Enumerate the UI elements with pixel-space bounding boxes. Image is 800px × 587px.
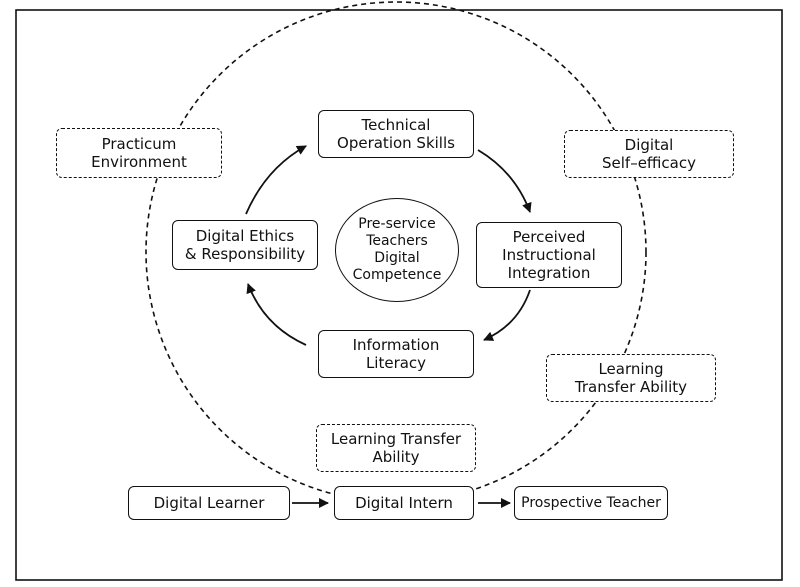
stage-label: Digital Intern [355, 494, 453, 512]
outer-frame [15, 9, 783, 581]
outer-dashed-ring [145, 1, 647, 503]
center-line: Teachers [366, 233, 428, 249]
center-line: Pre-service [358, 216, 436, 232]
arrow-perceived-to-information [483, 289, 531, 341]
arrow-technical-to-perceived [477, 149, 532, 213]
factor-label: Ability [372, 448, 420, 466]
stage-label: Prospective Teacher [521, 495, 661, 511]
node-label: & Responsibility [184, 245, 306, 263]
node-information-literacy: Information Literacy [318, 330, 474, 378]
factor-label: Learning [598, 360, 664, 378]
node-label: Integration [507, 264, 591, 282]
factor-label: Transfer Ability [574, 378, 688, 396]
node-label: Literacy [365, 354, 427, 372]
factor-label: Practicum [101, 135, 177, 153]
stage-label: Digital Learner [153, 494, 265, 512]
node-label: Digital Ethics [195, 227, 295, 245]
factor-label: Self–efficacy [602, 154, 696, 172]
center-line: Digital [374, 250, 420, 266]
center-line: Competence [352, 267, 442, 283]
node-label: Technical [361, 116, 431, 134]
node-perceived-instructional-integration: Perceived Instructional Integration [476, 222, 622, 288]
node-label: Perceived [512, 228, 586, 246]
node-digital-ethics-responsibility: Digital Ethics & Responsibility [172, 220, 318, 270]
node-technical-operation-skills: Technical Operation Skills [318, 110, 474, 158]
node-label: Instructional [502, 246, 596, 264]
stage-digital-learner: Digital Learner [128, 486, 290, 520]
factor-label: Digital [624, 136, 674, 154]
factor-digital-self-efficacy: Digital Self–efficacy [564, 130, 734, 178]
stage-digital-intern: Digital Intern [334, 486, 474, 520]
factor-learning-transfer-ability-right: Learning Transfer Ability [546, 354, 716, 402]
factor-label: Environment [91, 153, 187, 171]
factor-label: Learning Transfer [330, 430, 462, 448]
arrow-ethics-to-technical [245, 145, 307, 215]
node-label: Information [352, 336, 440, 354]
factor-practicum-environment: Practicum Environment [56, 128, 222, 178]
node-label: Operation Skills [337, 134, 455, 152]
factor-learning-transfer-ability-bottom: Learning Transfer Ability [316, 424, 476, 472]
stage-prospective-teacher: Prospective Teacher [514, 486, 668, 520]
arrow-information-to-ethics [246, 283, 307, 346]
center-competence-circle: Pre-service Teachers Digital Competence [335, 198, 459, 302]
